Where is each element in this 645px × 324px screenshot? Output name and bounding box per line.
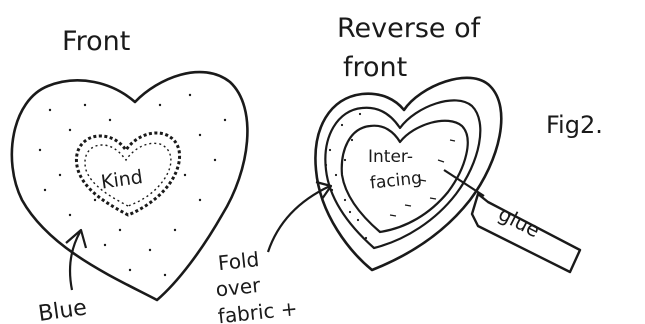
front-heart: Kind Blue [12,72,248,324]
reverse-heart: Inter- facing glue Fold over fabric + [215,78,580,324]
fold-line1: Fold [217,247,261,275]
fig-label: Fig2. [546,111,603,139]
fold-line2: over [215,273,263,302]
blue-label: Blue [37,295,89,324]
fold-line3: fabric + [217,296,299,324]
interfacing-line1: Inter- [368,147,413,167]
front-title: Front [62,26,130,57]
front-heart-word: Kind [100,166,144,194]
glue-bottle: glue [444,170,580,272]
reverse-title-line1: Reverse of [337,13,482,44]
reverse-title-line2: front [343,52,407,83]
blue-arrow [70,232,80,290]
